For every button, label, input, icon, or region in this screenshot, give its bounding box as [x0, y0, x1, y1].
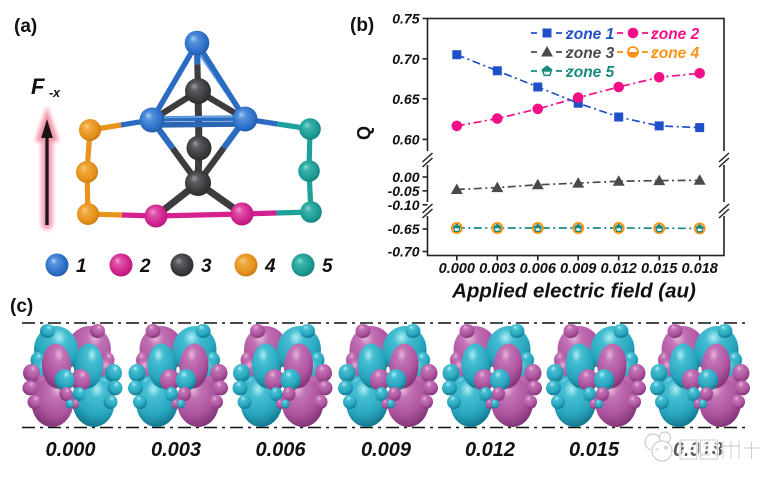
svg-text:F: F [31, 74, 45, 99]
svg-text:0.000: 0.000 [45, 439, 95, 461]
svg-text:0.012: 0.012 [601, 261, 637, 277]
svg-text:0.000: 0.000 [439, 261, 475, 277]
svg-text:Applied electric field (au): Applied electric field (au) [451, 280, 696, 303]
svg-text:zone 5: zone 5 [565, 64, 615, 81]
svg-text:0.009: 0.009 [361, 439, 412, 461]
svg-text:0.60: 0.60 [392, 131, 419, 147]
svg-text:0.015: 0.015 [641, 261, 678, 277]
svg-text:-x: -x [49, 86, 61, 100]
svg-text:0.70: 0.70 [392, 51, 419, 67]
svg-text:-0.70: -0.70 [388, 244, 420, 260]
svg-text:0.006: 0.006 [520, 261, 557, 277]
svg-text:zone 1: zone 1 [565, 26, 614, 43]
svg-text:5: 5 [322, 256, 333, 277]
svg-text:(b): (b) [350, 15, 374, 36]
svg-text:1: 1 [76, 256, 87, 277]
svg-text:0.018: 0.018 [682, 261, 719, 277]
svg-text:-0.10: -0.10 [388, 197, 420, 213]
svg-text:0.009: 0.009 [560, 261, 596, 277]
svg-text:0.012: 0.012 [465, 439, 515, 461]
svg-text:zone 4: zone 4 [650, 45, 700, 62]
svg-text:0.006: 0.006 [255, 439, 306, 461]
svg-text:0.015: 0.015 [569, 439, 620, 461]
svg-text:4: 4 [264, 256, 276, 277]
svg-text:(a): (a) [14, 16, 37, 37]
svg-text:0.65: 0.65 [392, 91, 419, 107]
svg-text:0.003: 0.003 [151, 439, 201, 461]
svg-text:0.003: 0.003 [479, 261, 515, 277]
svg-text:zone 2: zone 2 [650, 26, 700, 43]
svg-text:2: 2 [139, 256, 151, 277]
svg-text:zone 3: zone 3 [565, 45, 615, 62]
svg-text:Q: Q [354, 126, 374, 140]
svg-text:3: 3 [201, 256, 212, 277]
svg-text:-0.65: -0.65 [388, 221, 420, 237]
svg-text:(c): (c) [10, 296, 33, 317]
svg-text:0.75: 0.75 [392, 11, 419, 27]
